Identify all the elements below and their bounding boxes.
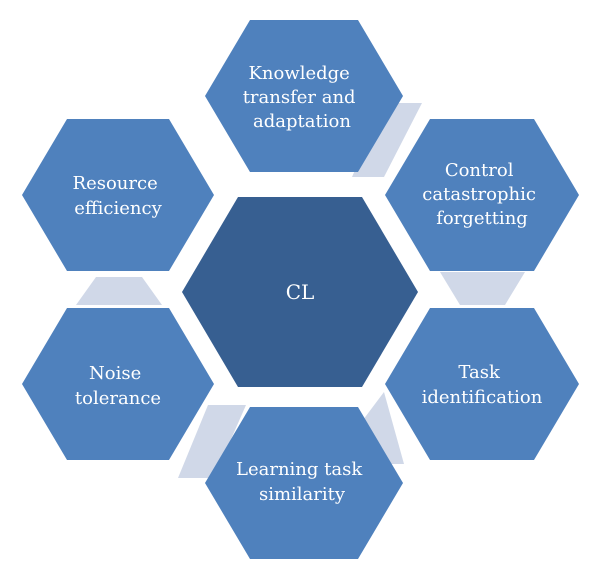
hex-catastrophic bbox=[385, 119, 579, 271]
knowledge-label: Knowledge transfer and adaptation bbox=[243, 63, 362, 132]
task-id-label: Task identification bbox=[422, 362, 543, 408]
center-label: CL bbox=[286, 280, 315, 304]
hex-task-id bbox=[385, 308, 579, 460]
labels: CL Knowledge transfer and adaptation Con… bbox=[73, 63, 543, 505]
catastrophic-label: Control catastrophic forgetting bbox=[422, 160, 541, 229]
connector-noise-resource bbox=[76, 277, 162, 305]
resource-label: Resource efficiency bbox=[73, 173, 164, 219]
connector-catastrophic-task-id bbox=[440, 272, 525, 305]
noise-label: Noise tolerance bbox=[75, 363, 161, 409]
connector-knowledge-catastrophic bbox=[352, 103, 422, 177]
hexagons bbox=[22, 20, 579, 559]
similarity-label: Learning task similarity bbox=[236, 459, 368, 505]
hex-resource bbox=[22, 119, 214, 271]
hex-knowledge bbox=[205, 20, 403, 172]
connector-similarity-noise bbox=[178, 405, 246, 478]
hex-center bbox=[182, 197, 418, 387]
hex-similarity bbox=[205, 407, 403, 559]
hex-noise bbox=[22, 308, 214, 460]
